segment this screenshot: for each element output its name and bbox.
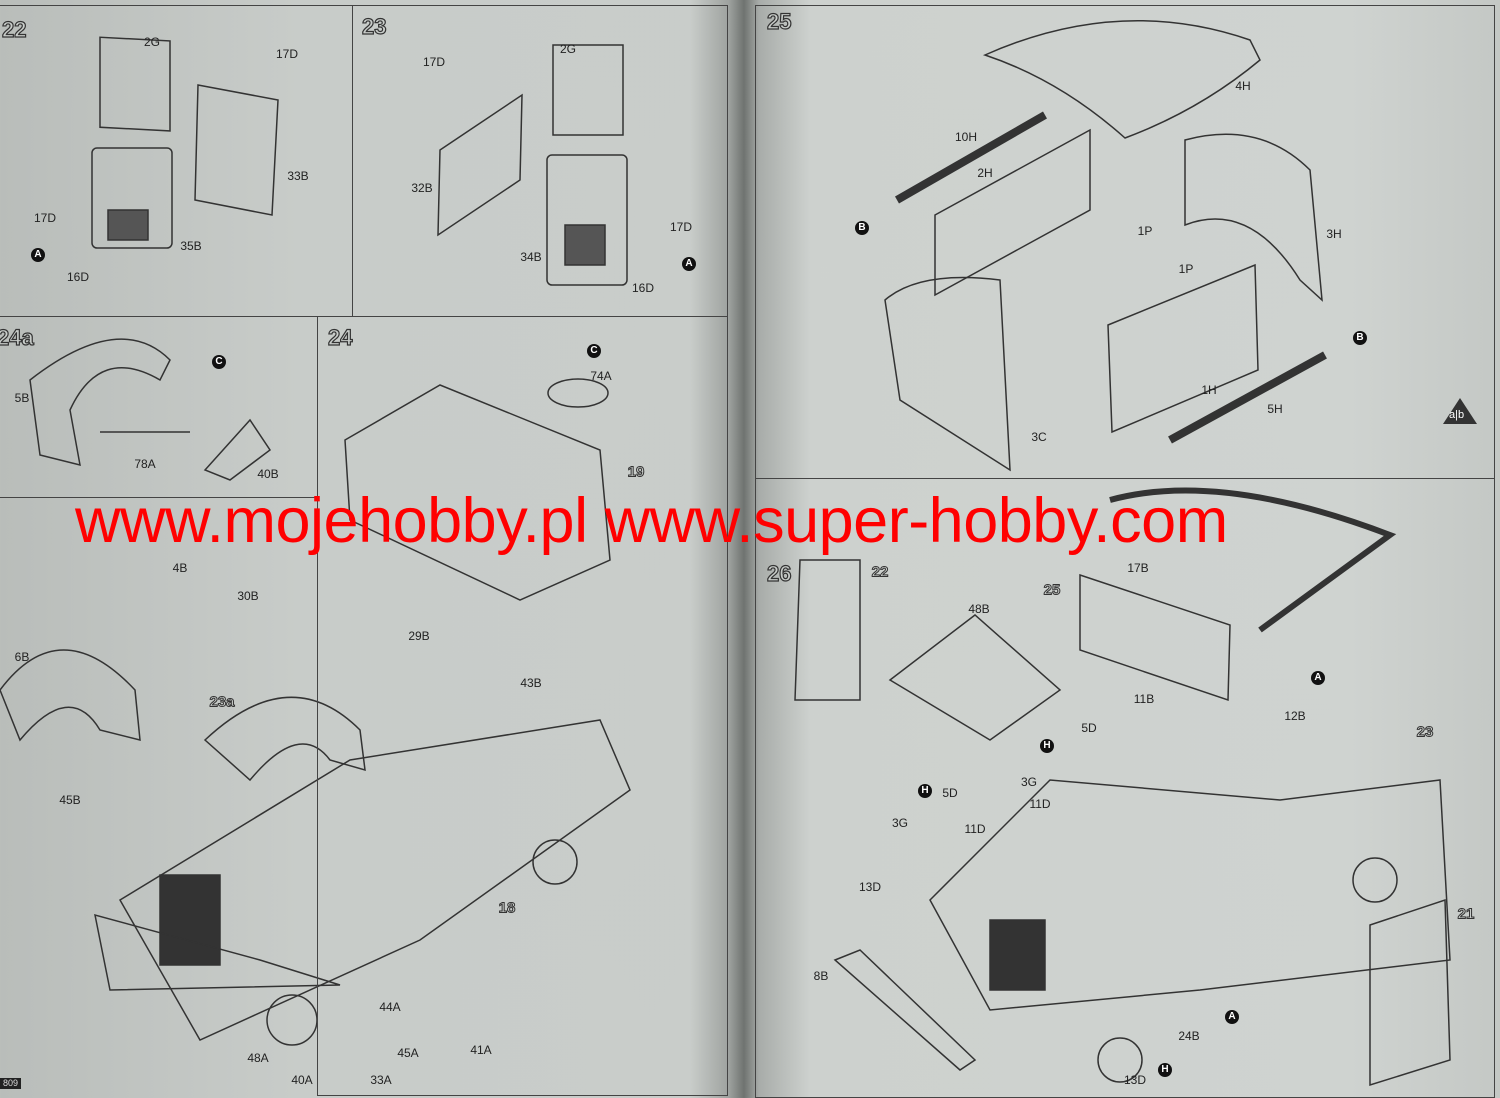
- paint-mix-icon-label: a|b: [1449, 409, 1465, 421]
- part-label: 74A: [590, 369, 612, 383]
- part-label: 32B: [411, 181, 433, 195]
- part-label: 40A: [291, 1073, 313, 1087]
- part-label: 41A: [470, 1043, 492, 1057]
- part-label: 17D: [422, 55, 446, 69]
- step-reference: 23a: [209, 693, 235, 711]
- step-25-panel: [755, 5, 1495, 479]
- part-label: 3G: [1020, 775, 1038, 789]
- part-label: 45B: [59, 793, 81, 807]
- part-label: 3C: [1031, 430, 1047, 444]
- page-number: 809: [0, 1078, 22, 1089]
- part-label: 17D: [33, 211, 57, 225]
- part-label: 1H: [1201, 383, 1217, 397]
- step-reference: 23: [1416, 723, 1434, 741]
- part-label: 40B: [257, 467, 279, 481]
- assembly-marker: A: [31, 248, 45, 262]
- step-25-number: 25: [766, 9, 792, 34]
- assembly-marker: C: [212, 355, 226, 369]
- step-reference: 18: [498, 899, 516, 917]
- part-label: 11D: [964, 822, 986, 836]
- watermark: www.mojehobby.pl www.super-hobby.com: [75, 486, 1228, 556]
- step-24a-number: 24a: [0, 325, 34, 350]
- assembly-marker: H: [918, 784, 932, 798]
- part-label: 48A: [247, 1051, 269, 1065]
- part-label: 48B: [968, 602, 990, 616]
- part-label: 13D: [1123, 1073, 1147, 1087]
- assembly-marker: A: [1311, 671, 1325, 685]
- part-label: 2H: [977, 166, 993, 180]
- part-label: 35B: [180, 239, 202, 253]
- step-reference: 21: [1457, 905, 1475, 923]
- part-label: 45A: [397, 1046, 419, 1060]
- part-label: 16D: [66, 270, 90, 284]
- part-label: 12B: [1284, 709, 1306, 723]
- part-label: 10H: [954, 130, 978, 144]
- assembly-marker: B: [855, 221, 869, 235]
- part-label: 34B: [520, 250, 542, 264]
- part-label: 30B: [237, 589, 259, 603]
- part-label: 11D: [1029, 797, 1051, 811]
- part-label: 33A: [370, 1073, 392, 1087]
- part-label: 1P: [1137, 224, 1153, 238]
- part-label: 3H: [1326, 227, 1342, 241]
- step-22-number: 22: [1, 17, 27, 42]
- step-24-panel: [317, 316, 728, 1096]
- step-reference: 25: [1043, 581, 1061, 599]
- part-label: 5D: [942, 786, 958, 800]
- part-label: 78A: [134, 457, 156, 471]
- part-label: 43B: [520, 676, 542, 690]
- assembly-marker: H: [1040, 739, 1054, 753]
- part-label: 33B: [287, 169, 309, 183]
- part-label: 5B: [14, 391, 30, 405]
- assembly-marker: H: [1158, 1063, 1172, 1077]
- part-label: 2G: [559, 42, 577, 56]
- part-label: 5H: [1267, 402, 1283, 416]
- part-label: 4H: [1235, 79, 1251, 93]
- step-reference: 22: [871, 563, 889, 581]
- assembly-marker: A: [1225, 1010, 1239, 1024]
- part-label: 17B: [1127, 561, 1149, 575]
- step-24-number: 24: [327, 325, 353, 350]
- assembly-marker: C: [587, 344, 601, 358]
- part-label: 11B: [1133, 692, 1155, 706]
- part-label: 16D: [631, 281, 655, 295]
- step-23-number: 23: [361, 14, 387, 39]
- part-label: 24B: [1178, 1029, 1200, 1043]
- part-label: 4B: [172, 561, 188, 575]
- step-reference: 19: [627, 463, 645, 481]
- step-26-number: 26: [766, 561, 792, 586]
- part-label: 17D: [275, 47, 299, 61]
- part-label: 8B: [813, 969, 829, 983]
- assembly-marker: A: [682, 257, 696, 271]
- part-label: 13D: [858, 880, 882, 894]
- part-label: 3G: [891, 816, 909, 830]
- part-label: 29B: [408, 629, 430, 643]
- part-label: 5D: [1081, 721, 1097, 735]
- part-label: 1P: [1178, 262, 1194, 276]
- paint-mix-icon: [1443, 398, 1477, 424]
- step-23-panel: [352, 5, 728, 317]
- part-label: 17D: [669, 220, 693, 234]
- step-26-panel: [755, 478, 1495, 1098]
- part-label: 2G: [143, 35, 161, 49]
- step-22-panel: [0, 5, 353, 317]
- part-label: 44A: [379, 1000, 401, 1014]
- assembly-marker: B: [1353, 331, 1367, 345]
- part-label: 6B: [14, 650, 30, 664]
